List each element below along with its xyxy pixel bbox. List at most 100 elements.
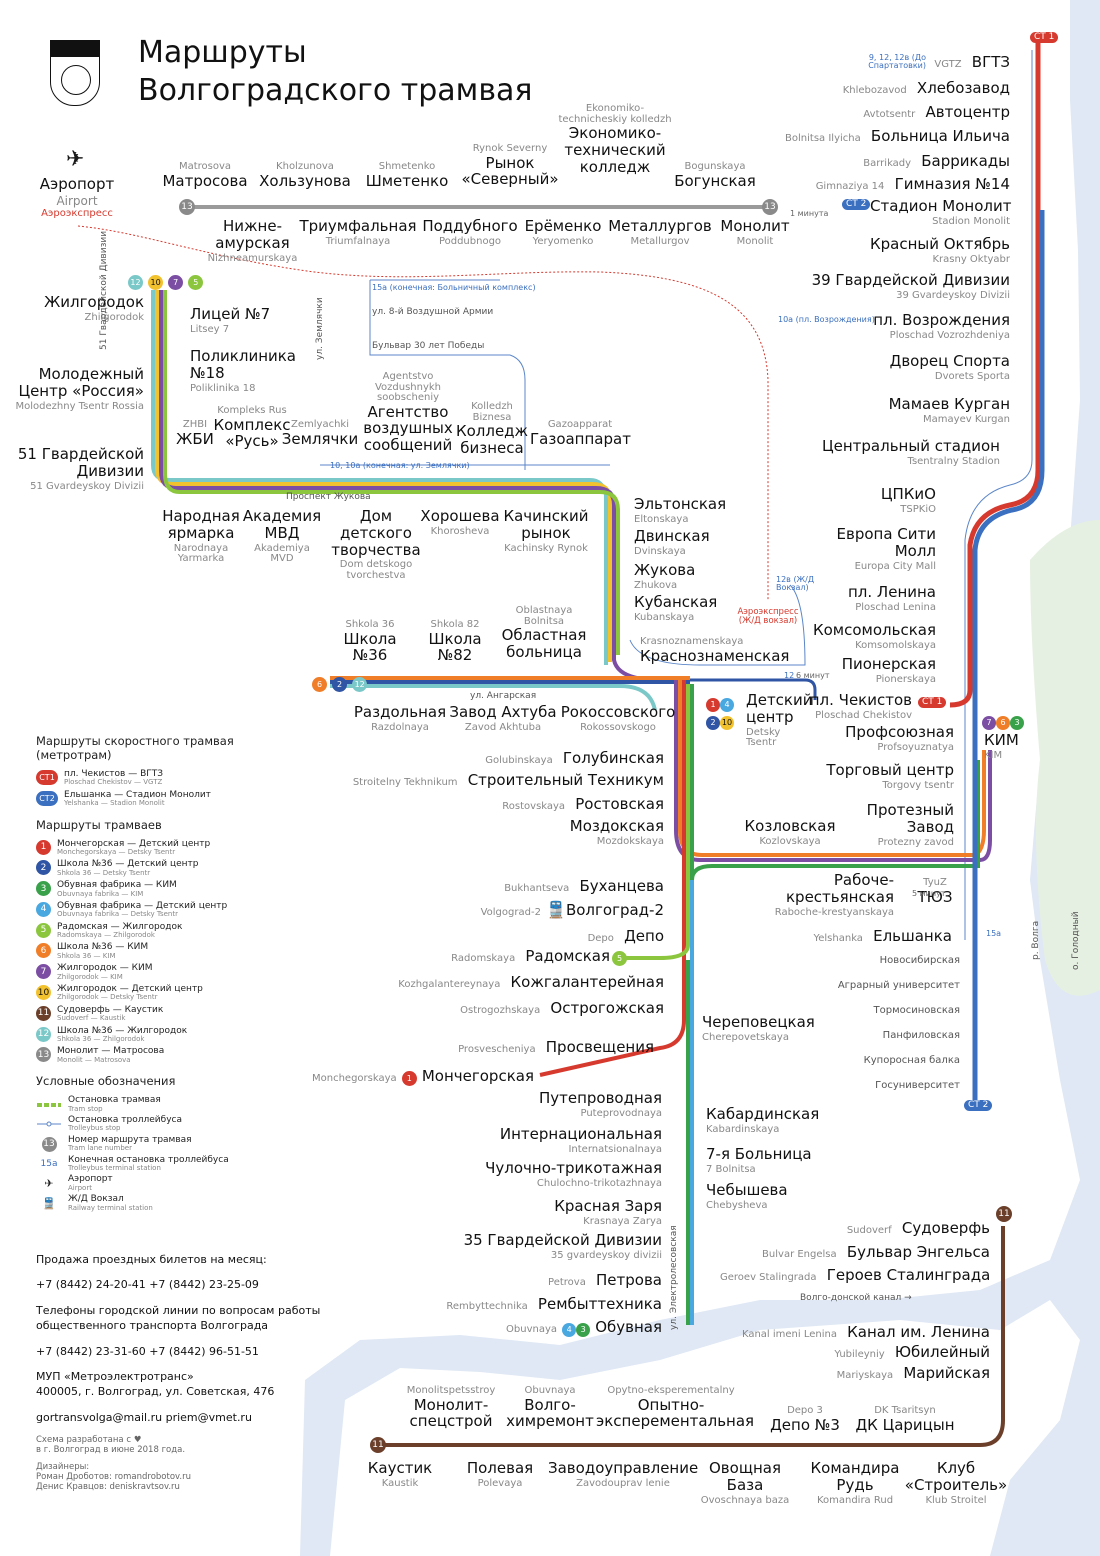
- station-vgtz[interactable]: VGTZ ВГТЗ: [880, 54, 1010, 71]
- station-stroit[interactable]: Stroitelny Tekhnikum Строительный Техник…: [350, 772, 664, 789]
- station-panfil[interactable]: Панфиловская: [882, 1030, 960, 1041]
- station-avtots[interactable]: Avtotsentr Автоцентр: [780, 104, 1010, 121]
- hotline-phones[interactable]: +7 (8442) 23-31-60 +7 (8442) 96-51-51: [36, 1344, 259, 1358]
- station-engels[interactable]: Bulvar Engelsa Бульвар Энгельса: [760, 1244, 990, 1261]
- station-volg2[interactable]: Volgograd-2 🚆Волгоград-2: [470, 901, 664, 919]
- station-rembyt[interactable]: Rembyttechnika Рембыттехника: [420, 1296, 662, 1313]
- station-airport[interactable]: Аэропорт Airport Аэроэкспресс: [38, 176, 116, 220]
- station-rostov[interactable]: Rostovskaya Ростовская: [480, 796, 664, 813]
- station-klub[interactable]: Клуб «Строитель»Klub Stroitel: [896, 1460, 1016, 1506]
- station-mariy[interactable]: Mariyskaya Марийская: [760, 1365, 990, 1382]
- station-depo[interactable]: Depo Депо: [540, 928, 664, 945]
- station-barrik[interactable]: Barrikady Баррикады: [780, 153, 1010, 170]
- station-gimn[interactable]: Gimnaziya 14 Гимназия №14: [780, 176, 1010, 193]
- station-ostrog[interactable]: Ostrogozhskaya Острогожская: [420, 1000, 664, 1017]
- station-prosv[interactable]: Prosvescheniya Просвещения: [420, 1039, 654, 1056]
- station-yubil[interactable]: Yubileyniy Юбилейный: [760, 1344, 990, 1361]
- designer-2[interactable]: Денис Кравцов: deniskravtsov.ru: [36, 1481, 180, 1492]
- station-monch[interactable]: Monchegorskaya 1 Мончегорская: [312, 1068, 534, 1086]
- station-bilich[interactable]: Bolnitsa Ilyicha Больница Ильича: [760, 128, 1010, 145]
- station-kanal[interactable]: Kanal imeni Lenina Канал им. Ленина: [720, 1324, 990, 1341]
- station-tormos[interactable]: Тормосиновская: [873, 1005, 960, 1016]
- station-kuporos[interactable]: Купоросная балка: [863, 1055, 960, 1066]
- station-radom[interactable]: Radomskaya Радомская: [420, 948, 610, 965]
- station-agrar[interactable]: Аграрный университет: [837, 980, 960, 991]
- station-golub[interactable]: Golubinskaya Голубинская: [460, 750, 664, 767]
- emails[interactable]: gortransvolga@mail.ru priem@vmet.ru: [36, 1410, 252, 1424]
- station-kozh[interactable]: Kozhgalantereynaya Кожгалантерейная: [380, 974, 664, 991]
- designer-1[interactable]: Роман Дроботов: romandrobotov.ru: [36, 1471, 191, 1482]
- station-novosib[interactable]: Новосибирская: [879, 955, 960, 966]
- station-molod[interactable]: Молодежный Центр «Россия»Molodezhny Tsen…: [10, 366, 144, 412]
- station-geroev[interactable]: Geroev Stalingrada Героев Сталинграда: [720, 1267, 990, 1284]
